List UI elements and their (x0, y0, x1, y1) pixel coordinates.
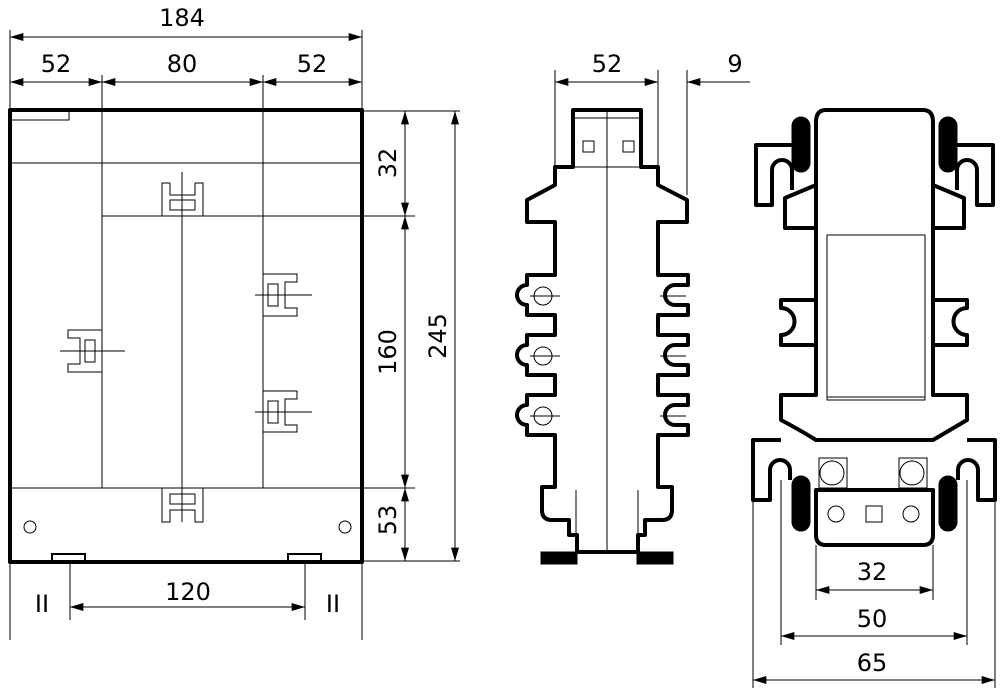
section-mark-left: II (35, 590, 49, 618)
dim-overall-height: 245 (424, 313, 452, 359)
clamp-bottom-right (956, 438, 997, 502)
terminal-block (814, 488, 935, 547)
dim-outer: 65 (857, 649, 888, 677)
terminal-right-upper (255, 273, 312, 317)
terminal-right-lower (255, 390, 312, 433)
section-mark-right: II (326, 590, 340, 618)
window (826, 234, 926, 401)
front-view: 184 52 80 52 32 160 53 245 120 II II (8, 4, 460, 640)
mounting-hole-right (338, 520, 352, 534)
dim-bottom-band: 53 (374, 505, 402, 536)
spring-top-right (938, 116, 958, 173)
dim-offset: 9 (727, 50, 742, 78)
terminal-left (60, 329, 125, 373)
label-plate (9, 109, 70, 121)
body-outline (779, 108, 969, 442)
spring-top-left (791, 116, 811, 173)
dim-window-width: 80 (167, 50, 198, 78)
clamp-top-right (949, 143, 995, 207)
dim-left-margin: 52 (41, 50, 72, 78)
dim-mount-spacing: 120 (165, 578, 211, 606)
clamp-top-left (754, 143, 800, 207)
side-outline (515, 108, 690, 554)
dim-overall-width: 184 (159, 4, 205, 32)
dim-right-margin: 52 (297, 50, 328, 78)
terminal-bottom (161, 488, 204, 523)
front-outline (8, 108, 364, 564)
bottom-view: 32 50 65 (751, 108, 997, 688)
clamp-mid-right (933, 298, 969, 347)
clamp-bottom-left (751, 438, 792, 502)
dim-middle: 50 (857, 605, 888, 633)
slot-right (622, 140, 635, 153)
side-view: 52 9 (515, 50, 750, 565)
clamp-mid-left (779, 298, 816, 347)
side-foot-left (540, 551, 578, 565)
dim-window-height: 160 (374, 329, 402, 375)
dim-top-band: 32 (374, 148, 402, 179)
extension-lines (9, 30, 460, 640)
slot-left (582, 140, 595, 153)
dim-body-depth: 52 (592, 50, 623, 78)
spring-bottom-left (791, 475, 811, 532)
foot-left (51, 553, 86, 563)
mounting-hole-left (23, 520, 37, 534)
spring-bottom-right (938, 475, 958, 532)
dim-inner: 32 (857, 558, 888, 586)
side-foot-right (636, 551, 674, 565)
terminal-top (161, 182, 204, 216)
